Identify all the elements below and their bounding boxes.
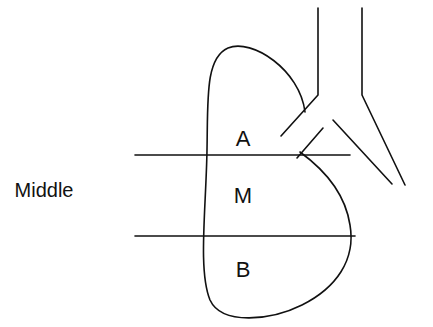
zone-divider xyxy=(135,154,350,156)
zone-letter: A xyxy=(236,128,251,150)
zone-divider xyxy=(135,235,355,237)
bronchus-wall xyxy=(333,120,392,184)
trachea-left-wall xyxy=(281,8,318,136)
zone-letter: M xyxy=(234,185,252,207)
zone-letter: B xyxy=(236,259,251,281)
zone-name: Middle xyxy=(15,180,74,200)
lung-outline xyxy=(203,46,351,318)
bronchus-cut xyxy=(297,128,323,158)
